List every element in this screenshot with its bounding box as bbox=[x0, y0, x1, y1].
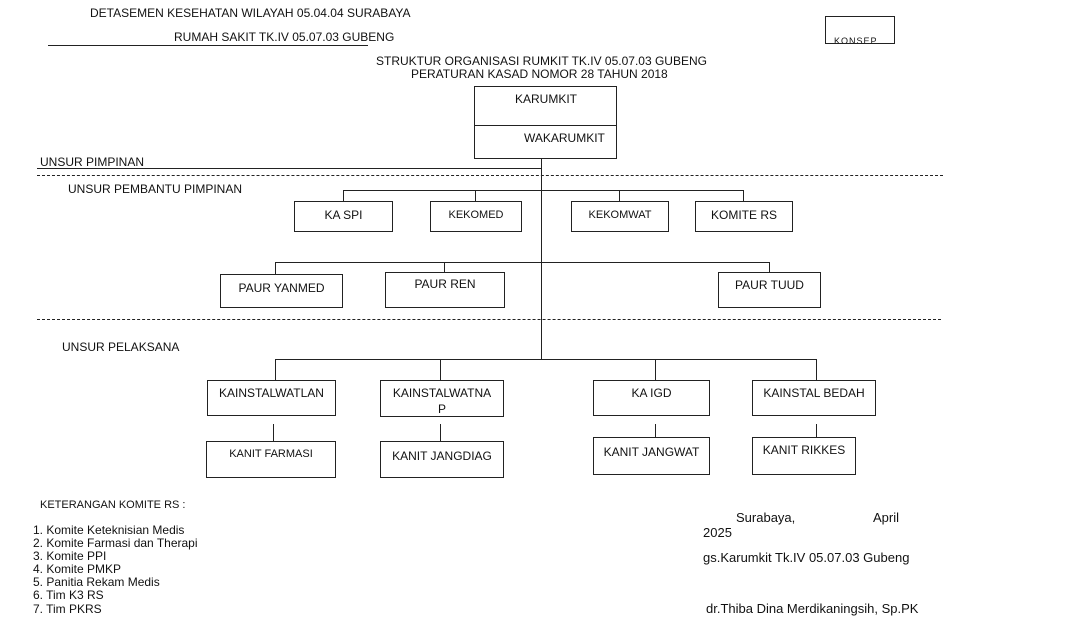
paur-branch-line bbox=[275, 262, 769, 263]
stamp-text: KONSEP bbox=[834, 36, 878, 44]
section-label-pembantu: UNSUR PEMBANTU PIMPINAN bbox=[68, 182, 243, 196]
kainstalwatnap-line-1: KAINSTALWATNA bbox=[392, 386, 492, 400]
keterangan-list: 1. Komite Keteknisian Medis 2. Komite Fa… bbox=[33, 523, 198, 616]
box-kanit-jangwat: KANIT JANGWAT bbox=[593, 437, 710, 475]
connector bbox=[619, 190, 620, 201]
pelaksana-branch-line bbox=[275, 359, 816, 360]
connector bbox=[275, 359, 276, 380]
keterangan-item: 3. Komite PPI bbox=[33, 549, 107, 564]
box-kekomed: KEKOMED bbox=[430, 201, 522, 232]
box-kainstal-bedah: KAINSTAL BEDAH bbox=[752, 380, 876, 416]
keterangan-item: 2. Komite Farmasi dan Therapi bbox=[33, 536, 198, 551]
box-kekomwat: KEKOMWAT bbox=[571, 201, 669, 232]
connector bbox=[743, 190, 744, 201]
box-kanit-farmasi: KANIT FARMASI bbox=[206, 441, 336, 478]
connector bbox=[444, 262, 445, 272]
connector bbox=[655, 359, 656, 380]
staff-branch-line bbox=[343, 190, 743, 191]
box-paur-tuud: PAUR TUUD bbox=[718, 272, 821, 308]
connector bbox=[816, 359, 817, 380]
connector bbox=[655, 424, 656, 437]
spine-line bbox=[541, 158, 542, 360]
karumkit-label: KARUMKIT bbox=[515, 92, 578, 106]
connector bbox=[475, 190, 476, 201]
box-kanit-rikkes: KANIT RIKKES bbox=[752, 437, 856, 475]
keterangan-title: KETERANGAN KOMITE RS : bbox=[40, 499, 186, 511]
box-ka-spi: KA SPI bbox=[294, 201, 393, 232]
connector bbox=[816, 424, 817, 437]
separator-pimpinan bbox=[37, 175, 943, 176]
header-line-1: DETASEMEN KESEHATAN WILAYAH 05.04.04 SUR… bbox=[90, 6, 411, 20]
pimpinan-underline bbox=[37, 168, 541, 169]
connector bbox=[273, 424, 274, 441]
stamp-box: KONSEP bbox=[825, 16, 895, 44]
keterangan-item: 5. Panitia Rekam Medis bbox=[33, 575, 160, 590]
keterangan-item: 4. Komite PMKP bbox=[33, 562, 122, 577]
box-kanit-jangdiag: KANIT JANGDIAG bbox=[380, 441, 504, 478]
connector bbox=[440, 359, 441, 380]
connector bbox=[769, 262, 770, 272]
keterangan-item: 6. Tim K3 RS bbox=[33, 588, 104, 603]
connector bbox=[275, 262, 276, 274]
section-label-pelaksana: UNSUR PELAKSANA bbox=[62, 340, 180, 354]
box-komite-rs: KOMITE RS bbox=[695, 201, 793, 232]
signature-city: Surabaya, bbox=[736, 510, 796, 525]
connector bbox=[343, 190, 344, 201]
keterangan-item: 1. Komite Keteknisian Medis bbox=[33, 523, 185, 537]
leadership-box: KARUMKIT WAKARUMKIT bbox=[474, 86, 617, 159]
connector bbox=[440, 424, 441, 441]
chart-title-line-1: STRUKTUR ORGANISASI RUMKIT TK.IV 05.07.0… bbox=[376, 54, 707, 68]
header-underline bbox=[48, 45, 368, 46]
box-paur-yanmed: PAUR YANMED bbox=[220, 274, 343, 308]
wakarumkit-label: WAKARUMKIT bbox=[524, 131, 605, 145]
separator-pelaksana bbox=[37, 319, 941, 320]
leadership-divider bbox=[475, 125, 616, 126]
box-ka-igd: KA IGD bbox=[593, 380, 710, 416]
signature-year: 2025 bbox=[703, 525, 732, 540]
box-kainstalwatlan: KAINSTALWATLAN bbox=[207, 380, 336, 416]
chart-title-line-2: PERATURAN KASAD NOMOR 28 TAHUN 2018 bbox=[411, 67, 668, 81]
box-paur-ren: PAUR REN bbox=[385, 272, 505, 308]
signature-month: April bbox=[873, 510, 900, 525]
signature-position: gs.Karumkit Tk.IV 05.07.03 Gubeng bbox=[703, 550, 910, 565]
keterangan-item: 7. Tim PKRS bbox=[33, 601, 102, 616]
kainstalwatnap-line-2: P bbox=[437, 402, 446, 416]
section-label-pimpinan: UNSUR PIMPINAN bbox=[40, 155, 145, 169]
box-kainstalwatnap: KAINSTALWATNA P bbox=[380, 380, 504, 417]
header-line-2: RUMAH SAKIT TK.IV 05.07.03 GUBENG bbox=[174, 30, 395, 44]
signature-name: dr.Thiba Dina Merdikaningsih, Sp.PK bbox=[706, 601, 919, 616]
